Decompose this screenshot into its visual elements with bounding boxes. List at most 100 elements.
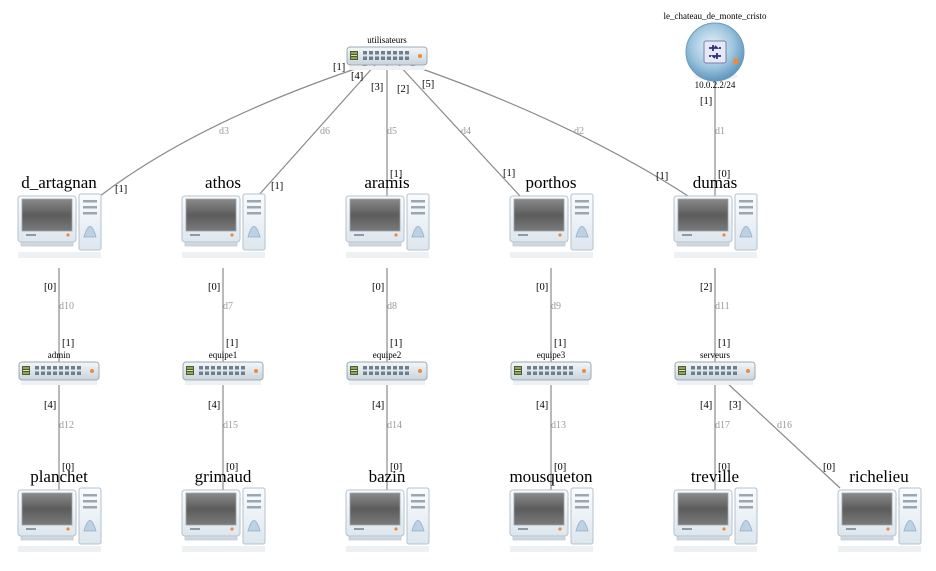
port-label: [3]	[371, 82, 383, 93]
switch-icon	[674, 361, 756, 386]
host-label: mousqueton	[509, 467, 593, 486]
host-label: d_artagnan	[21, 173, 97, 192]
link-label-d15: d15	[223, 420, 238, 431]
port-label: [0]	[554, 462, 566, 473]
host-athos[interactable]: athos	[181, 173, 266, 259]
port-label: [0]	[390, 462, 402, 473]
host-label: dumas	[693, 173, 737, 192]
switch-serveurs[interactable]: serveurs	[674, 350, 756, 386]
switch-label: equipe2	[373, 350, 402, 360]
port-label: [3]	[729, 400, 741, 411]
host-dumas[interactable]: dumas	[673, 173, 758, 259]
host-label: treville	[691, 467, 739, 486]
host-bazin[interactable]: bazin	[345, 467, 430, 553]
link-d6[interactable]	[257, 63, 377, 197]
switch-utilisateurs[interactable]: utilisateurs	[346, 35, 428, 71]
link-label-d2: d2	[574, 126, 584, 137]
port-label: [0]	[226, 462, 238, 473]
link-label-d14: d14	[387, 420, 402, 431]
port-label: [0]	[372, 282, 384, 293]
host-d_artagnan[interactable]: d_artagnan	[17, 173, 102, 259]
host-richelieu[interactable]: richelieu	[837, 467, 922, 553]
link-label-d6: d6	[320, 126, 330, 137]
computer-icon	[509, 487, 594, 553]
link-label-d11: d11	[715, 301, 730, 312]
port-label: [1]	[271, 181, 283, 192]
host-label: richelieu	[849, 467, 909, 486]
links-layer	[58, 63, 841, 490]
host-label: planchet	[30, 467, 88, 486]
link-label-d7: d7	[223, 301, 233, 312]
link-label-d4: d4	[461, 126, 471, 137]
port-label: [0]	[208, 282, 220, 293]
host-label: porthos	[526, 173, 577, 192]
switch-label: equipe3	[537, 350, 566, 360]
link-label-d9: d9	[551, 301, 561, 312]
host-aramis[interactable]: aramis	[345, 173, 430, 259]
link-d3[interactable]	[99, 63, 371, 197]
switch-equipe1[interactable]: equipe1	[182, 350, 264, 386]
host-porthos[interactable]: porthos	[509, 173, 594, 259]
port-label: [1]	[656, 171, 668, 182]
host-label: athos	[205, 173, 241, 192]
switch-icon	[510, 361, 592, 386]
port-label: [4]	[372, 400, 384, 411]
computer-icon	[673, 193, 758, 259]
computer-icon	[345, 193, 430, 259]
host-label: bazin	[369, 467, 406, 486]
switch-icon	[346, 46, 428, 71]
link-d4[interactable]	[397, 63, 521, 197]
router-name: le_chateau_de_monte_cristo	[664, 11, 767, 21]
port-label: [4]	[700, 400, 712, 411]
link-label-d8: d8	[387, 301, 397, 312]
computer-icon	[17, 193, 102, 259]
port-label: [0]	[823, 462, 835, 473]
port-label: [1]	[700, 96, 712, 107]
port-label: [2]	[700, 282, 712, 293]
switch-label: equipe1	[209, 350, 238, 360]
host-grimaud[interactable]: grimaud	[181, 467, 266, 553]
port-label: [1]	[226, 338, 238, 349]
link-d16[interactable]	[725, 381, 841, 489]
link-label-d3: d3	[219, 126, 229, 137]
port-label: [1]	[718, 338, 730, 349]
port-label: [5]	[422, 79, 434, 90]
link-label-d5: d5	[387, 126, 397, 137]
switch-admin[interactable]: admin	[18, 350, 100, 386]
port-label: [1]	[115, 184, 127, 195]
port-label: [1]	[390, 169, 402, 180]
link-label-d16: d16	[777, 420, 792, 431]
switch-icon	[346, 361, 428, 386]
port-label: [4]	[536, 400, 548, 411]
link-d2[interactable]	[407, 63, 689, 197]
host-planchet[interactable]: planchet	[17, 467, 102, 553]
host-mousqueton[interactable]: mousqueton	[509, 467, 594, 553]
port-label: [1]	[333, 62, 345, 73]
port-label: [0]	[44, 282, 56, 293]
port-label: [1]	[390, 338, 402, 349]
port-label: [0]	[62, 462, 74, 473]
port-label: [0]	[536, 282, 548, 293]
port-label: [0]	[718, 462, 730, 473]
switch-icon	[182, 361, 264, 386]
router-node[interactable]: le_chateau_de_monte_cristo 10.0.2.2/24	[664, 11, 767, 90]
link-labels: d3 d6 d5 d4 d2 d1 d10 d7 d8 d9 d11 d12 d…	[59, 126, 792, 431]
computer-icon	[837, 487, 922, 553]
port-label: [1]	[62, 338, 74, 349]
host-treville[interactable]: treville	[673, 467, 758, 553]
switch-label: serveurs	[700, 350, 730, 360]
switch-equipe3[interactable]: equipe3	[510, 350, 592, 386]
switch-equipe2[interactable]: equipe2	[346, 350, 428, 386]
host-label: aramis	[364, 173, 409, 192]
computer-icon	[181, 487, 266, 553]
port-labels: [1] [4] [3] [2] [5] [1] [1] [1] [1] [1] …	[44, 62, 835, 473]
switch-label: utilisateurs	[367, 35, 407, 45]
host-label: grimaud	[195, 467, 252, 486]
link-label-d17: d17	[715, 420, 730, 431]
switch-label: admin	[48, 350, 71, 360]
router-icon	[685, 22, 745, 82]
port-label: [0]	[718, 169, 730, 180]
port-label: [4]	[44, 400, 56, 411]
router-address: 10.0.2.2/24	[695, 80, 736, 90]
